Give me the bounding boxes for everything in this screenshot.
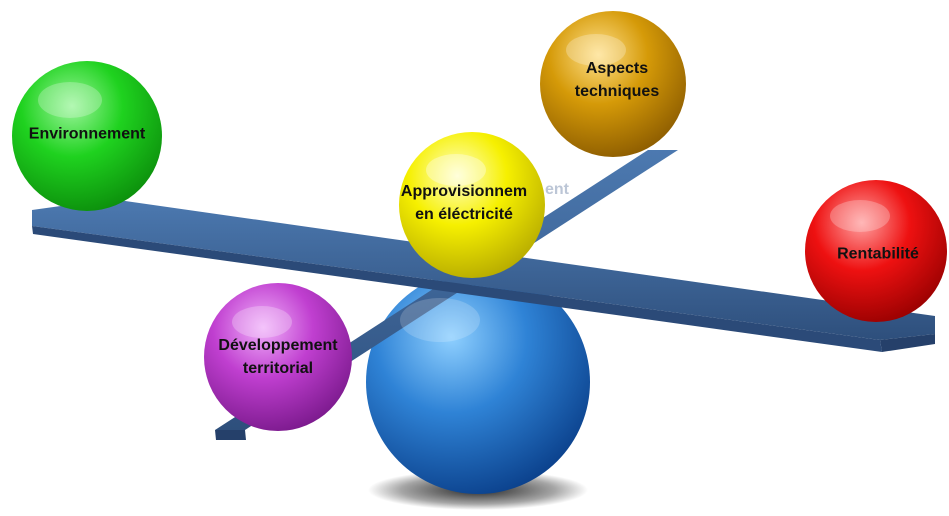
environnement-text: Environnement bbox=[28, 125, 146, 143]
sphere-aspects-techniques bbox=[540, 11, 686, 157]
label-developpement: Développement territorial bbox=[218, 334, 337, 380]
sphere-rentabilite bbox=[805, 180, 947, 322]
rentabilite-text: Rentabilité bbox=[837, 245, 919, 263]
label-rentabilite: Rentabilité bbox=[837, 243, 919, 266]
approvisionnement-line2: en éléctricité bbox=[415, 206, 513, 223]
highlight bbox=[830, 200, 890, 232]
approvisionnement-overflow-text: ent bbox=[545, 181, 569, 198]
highlight bbox=[400, 298, 480, 342]
highlight bbox=[566, 34, 626, 66]
label-approvisionnement: Approvisionnem en éléctricité bbox=[401, 180, 527, 226]
aspects-line1: Aspects bbox=[585, 60, 649, 77]
label-aspects-techniques: Aspects techniques bbox=[575, 57, 659, 103]
highlight bbox=[232, 306, 292, 338]
approvisionnement-line1: Approvisionnem bbox=[400, 183, 528, 200]
highlight bbox=[38, 82, 102, 118]
fulcrum-sphere bbox=[366, 270, 590, 494]
sphere-developpement bbox=[204, 283, 352, 431]
developpement-line2: territorial bbox=[242, 360, 314, 377]
sphere-environnement bbox=[12, 61, 162, 211]
highlight bbox=[426, 154, 486, 186]
label-environnement: Environnement bbox=[29, 123, 145, 146]
developpement-line1: Développement bbox=[218, 337, 338, 354]
aspects-line2: techniques bbox=[574, 83, 660, 100]
sphere-approvisionnement bbox=[399, 132, 545, 278]
